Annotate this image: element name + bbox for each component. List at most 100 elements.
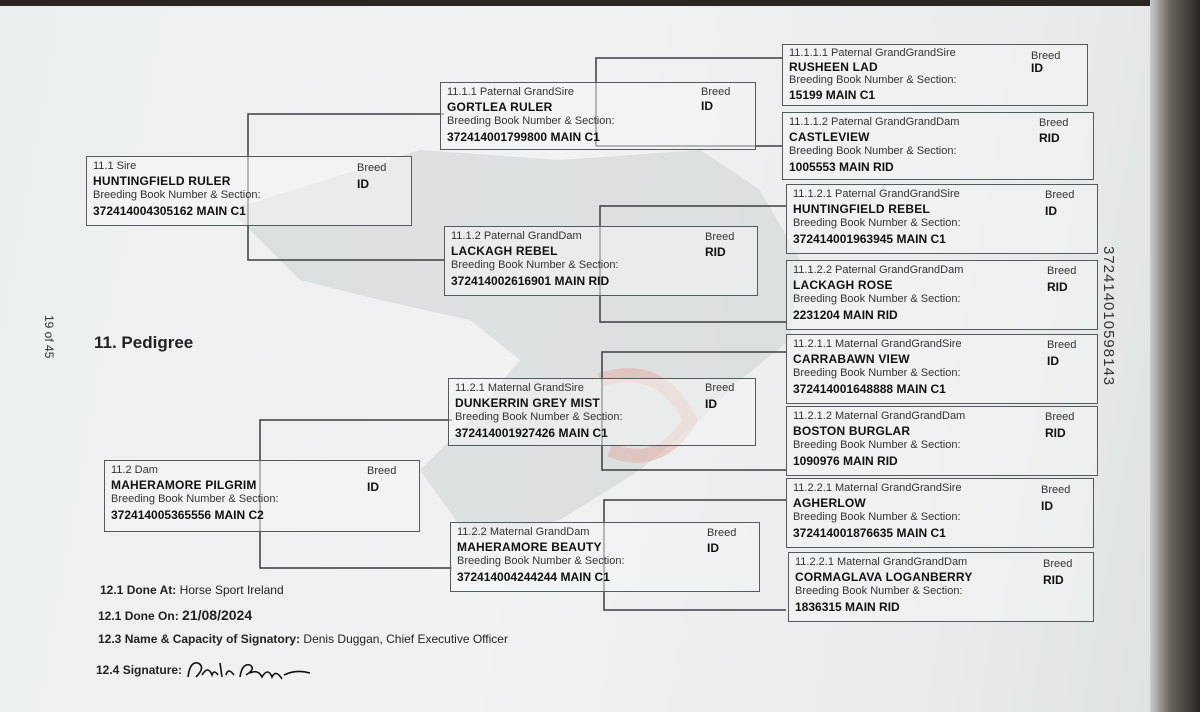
book-label: Breeding Book Number & Section: bbox=[795, 585, 963, 597]
great-grandparent-name: CARRABAWN VIEW bbox=[793, 352, 910, 366]
grandparent-box: 11.2.1 Maternal GrandSire DUNKERRIN GREY… bbox=[448, 378, 756, 446]
grandparent-number: 372414001799800 MAIN C1 bbox=[447, 130, 600, 144]
grandparent-label: 11.1.2 Paternal GrandDam bbox=[451, 230, 582, 242]
book-label: Breeding Book Number & Section: bbox=[793, 367, 961, 379]
grandparent-label: 11.1.1 Paternal GrandSire bbox=[447, 86, 574, 98]
great-grandparent-breed: ID bbox=[1045, 204, 1057, 218]
sire-number: 372414004305162 MAIN C1 bbox=[93, 204, 246, 218]
great-grandparent-name: CASTLEVIEW bbox=[789, 130, 870, 144]
great-grandparent-label: 11.2.2.1 Maternal GrandGrandSire bbox=[793, 482, 962, 494]
great-grandparent-breed: ID bbox=[1041, 499, 1053, 513]
grandparent-name: DUNKERRIN GREY MIST bbox=[455, 396, 600, 410]
great-grandparent-breed: ID bbox=[1031, 61, 1043, 75]
great-grandparent-name: CORMAGLAVA LOGANBERRY bbox=[795, 570, 973, 584]
great-grandparent-box: 11.2.1.2 Maternal GrandGrandDam BOSTON B… bbox=[786, 406, 1098, 476]
breed-label: Breed bbox=[1045, 189, 1075, 201]
signature-line: 12.4 Signature: bbox=[96, 663, 182, 677]
sire-box: 11.1 Sire HUNTINGFIELD RULER Breeding Bo… bbox=[86, 156, 412, 226]
signatory-label: 12.3 Name & Capacity of Signatory: bbox=[98, 632, 301, 646]
sire-label: 11.1 Sire bbox=[93, 160, 137, 172]
book-label: Breeding Book Number & Section: bbox=[793, 511, 961, 523]
grandparent-label: 11.2.1 Maternal GrandSire bbox=[455, 382, 584, 394]
grandparent-name: LACKAGH REBEL bbox=[451, 244, 558, 258]
book-label: Breeding Book Number & Section: bbox=[793, 293, 961, 305]
grandparent-name: GORTLEA RULER bbox=[447, 100, 553, 114]
great-grandparent-label: 11.1.2.2 Paternal GrandGrandDam bbox=[793, 264, 964, 276]
breed-label: Breed bbox=[701, 86, 731, 98]
great-grandparent-box: 11.2.2.1 Maternal GrandGrandDam CORMAGLA… bbox=[788, 552, 1094, 622]
book-label: Breeding Book Number & Section: bbox=[451, 259, 619, 271]
section-title: 11. Pedigree bbox=[94, 333, 194, 352]
great-grandparent-label: 11.1.2.1 Paternal GrandGrandSire bbox=[793, 188, 960, 200]
dam-label: 11.2 Dam bbox=[111, 464, 158, 476]
breed-label: Breed bbox=[707, 527, 737, 539]
great-grandparent-number: 1836315 MAIN RID bbox=[795, 600, 900, 614]
great-grandparent-name: LACKAGH ROSE bbox=[793, 278, 893, 292]
great-grandparent-number: 372414001963945 MAIN C1 bbox=[793, 232, 946, 246]
grandparent-label: 11.2.2 Maternal GrandDam bbox=[457, 526, 590, 538]
book-label: Breeding Book Number & Section: bbox=[793, 439, 961, 451]
signatory-value: Denis Duggan, Chief Executive Officer bbox=[303, 632, 508, 646]
grandparent-name: MAHERAMORE BEAUTY bbox=[457, 540, 602, 554]
book-label: Breeding Book Number & Section: bbox=[93, 189, 261, 201]
great-grandparent-box: 11.1.2.1 Paternal GrandGrandSire HUNTING… bbox=[786, 184, 1098, 254]
great-grandparent-box: 11.1.1.1 Paternal GrandGrandSire RUSHEEN… bbox=[782, 44, 1088, 106]
great-grandparent-breed: ID bbox=[1047, 354, 1059, 368]
done-at-value: Horse Sport Ireland bbox=[179, 583, 284, 597]
great-grandparent-box: 11.1.2.2 Paternal GrandGrandDam LACKAGH … bbox=[786, 260, 1098, 330]
great-grandparent-name: BOSTON BURGLAR bbox=[793, 424, 911, 438]
book-label: Breeding Book Number & Section: bbox=[789, 74, 957, 86]
grandparent-breed: ID bbox=[707, 541, 719, 555]
breed-label: Breed bbox=[1045, 411, 1075, 423]
breed-label: Breed bbox=[705, 382, 735, 394]
dam-number: 372414005365556 MAIN C2 bbox=[111, 508, 264, 522]
great-grandparent-name: AGHERLOW bbox=[793, 496, 866, 510]
great-grandparent-name: RUSHEEN LAD bbox=[789, 60, 878, 74]
side-document-id: 372414010598143 bbox=[1100, 246, 1117, 387]
grandparent-box: 11.2.2 Maternal GrandDam MAHERAMORE BEAU… bbox=[450, 522, 760, 592]
great-grandparent-number: 372414001648888 MAIN C1 bbox=[793, 382, 946, 396]
grandparent-breed: ID bbox=[701, 99, 713, 113]
book-label: Breeding Book Number & Section: bbox=[793, 217, 961, 229]
book-label: Breeding Book Number & Section: bbox=[457, 555, 625, 567]
breed-label: Breed bbox=[1031, 50, 1061, 62]
signature-label: 12.4 Signature: bbox=[96, 663, 183, 677]
great-grandparent-number: 1005553 MAIN RID bbox=[789, 160, 894, 174]
great-grandparent-breed: RID bbox=[1045, 426, 1066, 440]
breed-label: Breed bbox=[1041, 484, 1071, 496]
done-on-line: 12.1 Done On: 21/08/2024 bbox=[98, 607, 252, 623]
book-label: Breeding Book Number & Section: bbox=[789, 145, 957, 157]
grandparent-number: 372414004244244 MAIN C1 bbox=[457, 570, 610, 584]
grandparent-box: 11.1.1 Paternal GrandSire GORTLEA RULER … bbox=[440, 82, 756, 150]
done-on-value: 21/08/2024 bbox=[182, 607, 253, 623]
great-grandparent-breed: RID bbox=[1047, 280, 1068, 294]
dam-name: MAHERAMORE PILGRIM bbox=[111, 478, 257, 492]
great-grandparent-box: 11.2.2.1 Maternal GrandGrandSire AGHERLO… bbox=[786, 478, 1094, 548]
grandparent-number: 372414001927426 MAIN C1 bbox=[455, 426, 608, 440]
grandparent-number: 372414002616901 MAIN RID bbox=[451, 274, 610, 288]
sire-breed: ID bbox=[357, 177, 369, 191]
breed-label: Breed bbox=[367, 465, 397, 477]
page-shadow-edge bbox=[1150, 0, 1200, 712]
book-label: Breeding Book Number & Section: bbox=[447, 115, 615, 127]
great-grandparent-number: 15199 MAIN C1 bbox=[789, 88, 876, 102]
great-grandparent-name: HUNTINGFIELD REBEL bbox=[793, 202, 930, 216]
grandparent-box: 11.1.2 Paternal GrandDam LACKAGH REBEL B… bbox=[444, 226, 758, 296]
great-grandparent-box: 11.2.1.1 Maternal GrandGrandSire CARRABA… bbox=[786, 334, 1098, 404]
page-number: 19 of 45 bbox=[42, 315, 56, 359]
sire-name: HUNTINGFIELD RULER bbox=[93, 174, 231, 188]
dam-box: 11.2 Dam MAHERAMORE PILGRIM Breeding Boo… bbox=[104, 460, 420, 532]
grandparent-breed: ID bbox=[705, 397, 717, 411]
breed-label: Breed bbox=[357, 162, 387, 174]
signatory-line: 12.3 Name & Capacity of Signatory: Denis… bbox=[98, 632, 508, 646]
signature-image bbox=[187, 661, 311, 680]
book-label: Breeding Book Number & Section: bbox=[455, 411, 623, 423]
breed-label: Breed bbox=[1047, 265, 1077, 277]
breed-label: Breed bbox=[1043, 558, 1073, 570]
great-grandparent-number: 372414001876635 MAIN C1 bbox=[793, 526, 946, 540]
done-at-line: 12.1 Done At: Horse Sport Ireland bbox=[100, 583, 284, 597]
dam-breed: ID bbox=[367, 480, 379, 494]
great-grandparent-number: 1090976 MAIN RID bbox=[793, 454, 898, 468]
great-grandparent-label: 11.1.1.2 Paternal GrandGrandDam bbox=[789, 116, 960, 128]
book-label: Breeding Book Number & Section: bbox=[111, 493, 279, 505]
